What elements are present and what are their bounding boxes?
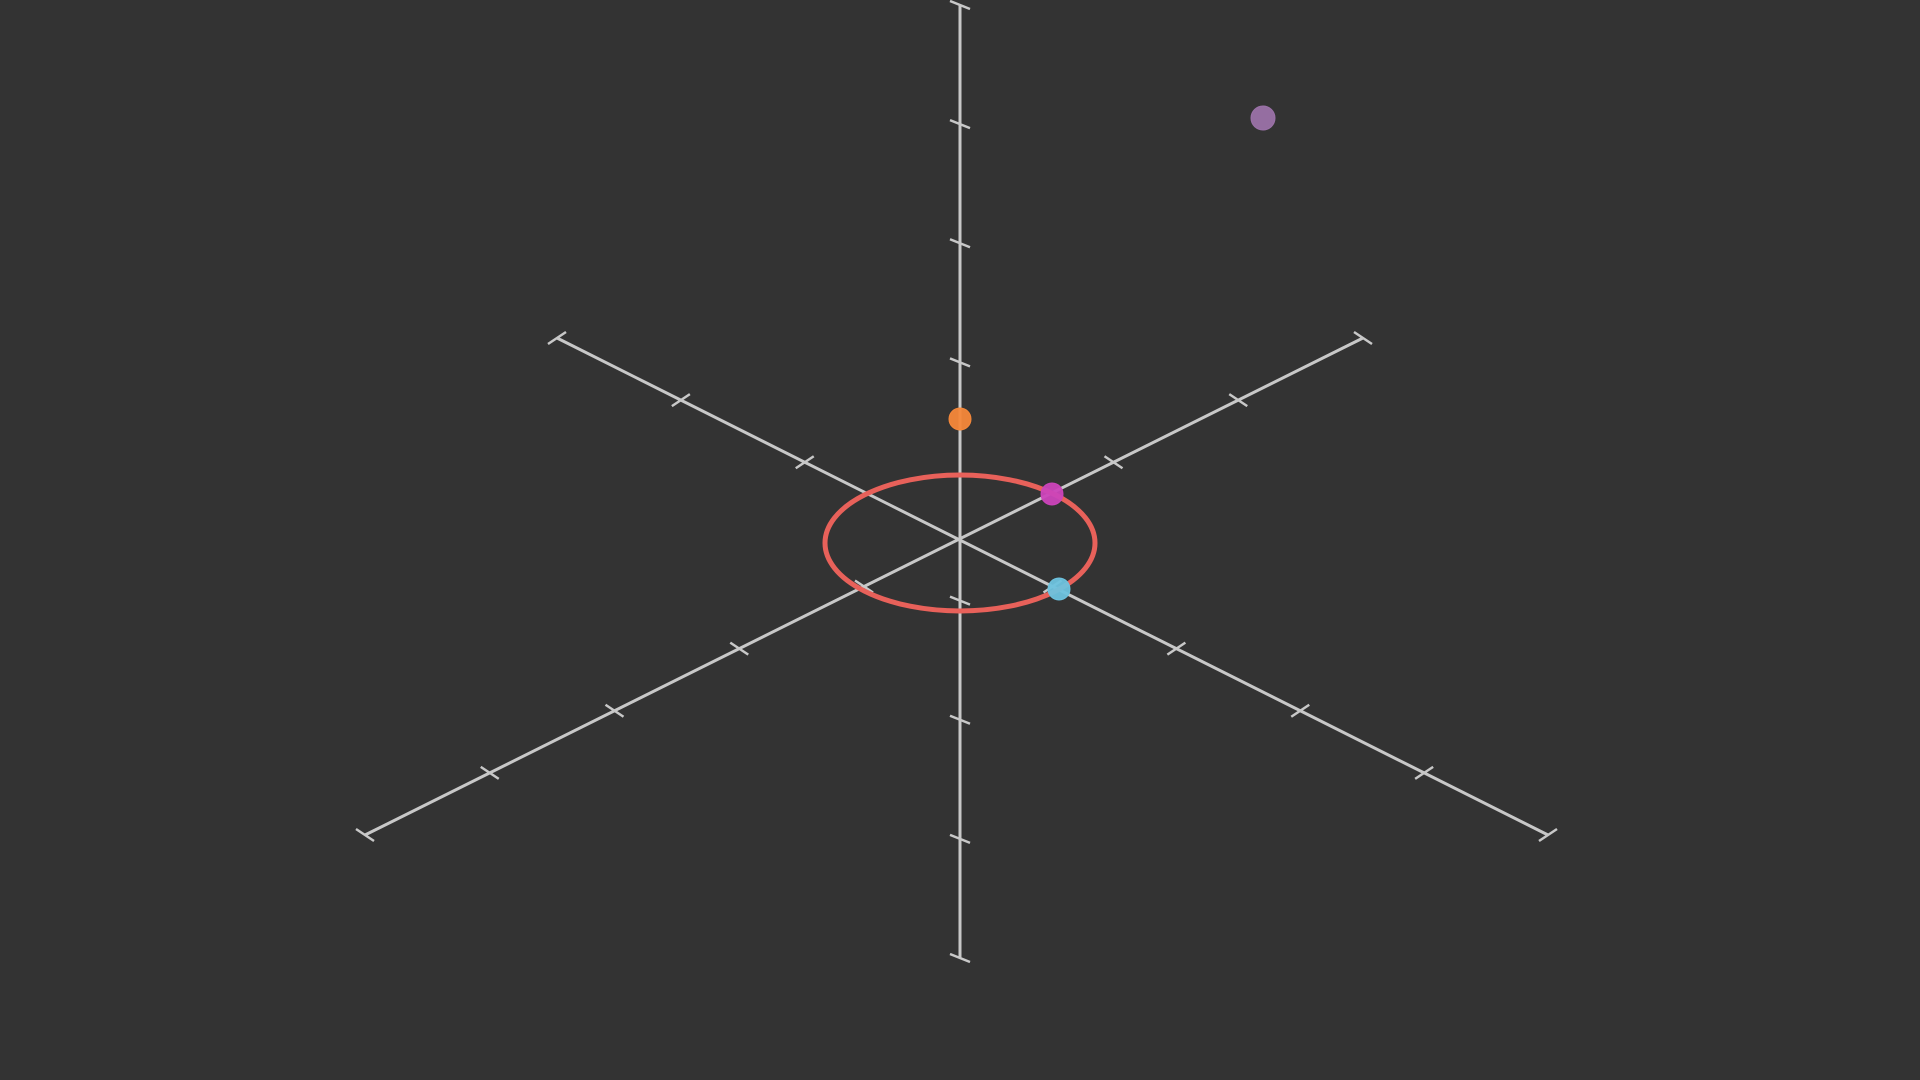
diagonal-axis-left-high-tick [795,455,815,470]
diagonal-axis-left-high-tick [1166,641,1187,656]
ring-group [822,472,1098,614]
purple-point[interactable] [1250,105,1276,131]
cyan-point[interactable] [1047,577,1071,601]
diagonal-axis-right-high-tick [355,827,375,843]
diagonal-axis-left-high-tick [1414,765,1434,780]
vertical-axis-tick [949,952,971,964]
diagonal-axis-left-high-tick [671,393,691,408]
points-group [948,105,1276,601]
diagonal-axis-right-high-tick [729,641,749,656]
vertical-axis-tick [949,714,971,725]
diagonal-axis-left-high-tick [547,330,567,346]
diagonal-axis-left-high-tick [1538,827,1558,843]
diagonal-axis-right-high-tick [854,579,874,594]
diagonal-axis-right-high-tick [604,703,625,718]
diagonal-axis-right-high-tick [1228,393,1248,408]
orange-point[interactable] [948,407,972,431]
diagonal-axis-left-high-tick [1290,703,1310,718]
orbit-ring [822,472,1098,614]
diagonal-axis-right-high-tick [480,765,500,780]
vertical-axis-tick [949,238,971,249]
vertical-axis-tick [949,118,971,130]
vertical-axis-tick [949,0,971,11]
diagonal-axis-right-high-tick [1353,330,1373,346]
magenta-point[interactable] [1040,482,1064,506]
diagonal-axis-right-high-tick [1103,455,1124,470]
vertical-axis-tick [949,833,971,845]
vertical-axis-tick [949,357,971,368]
vertical-axis-tick [949,595,971,606]
